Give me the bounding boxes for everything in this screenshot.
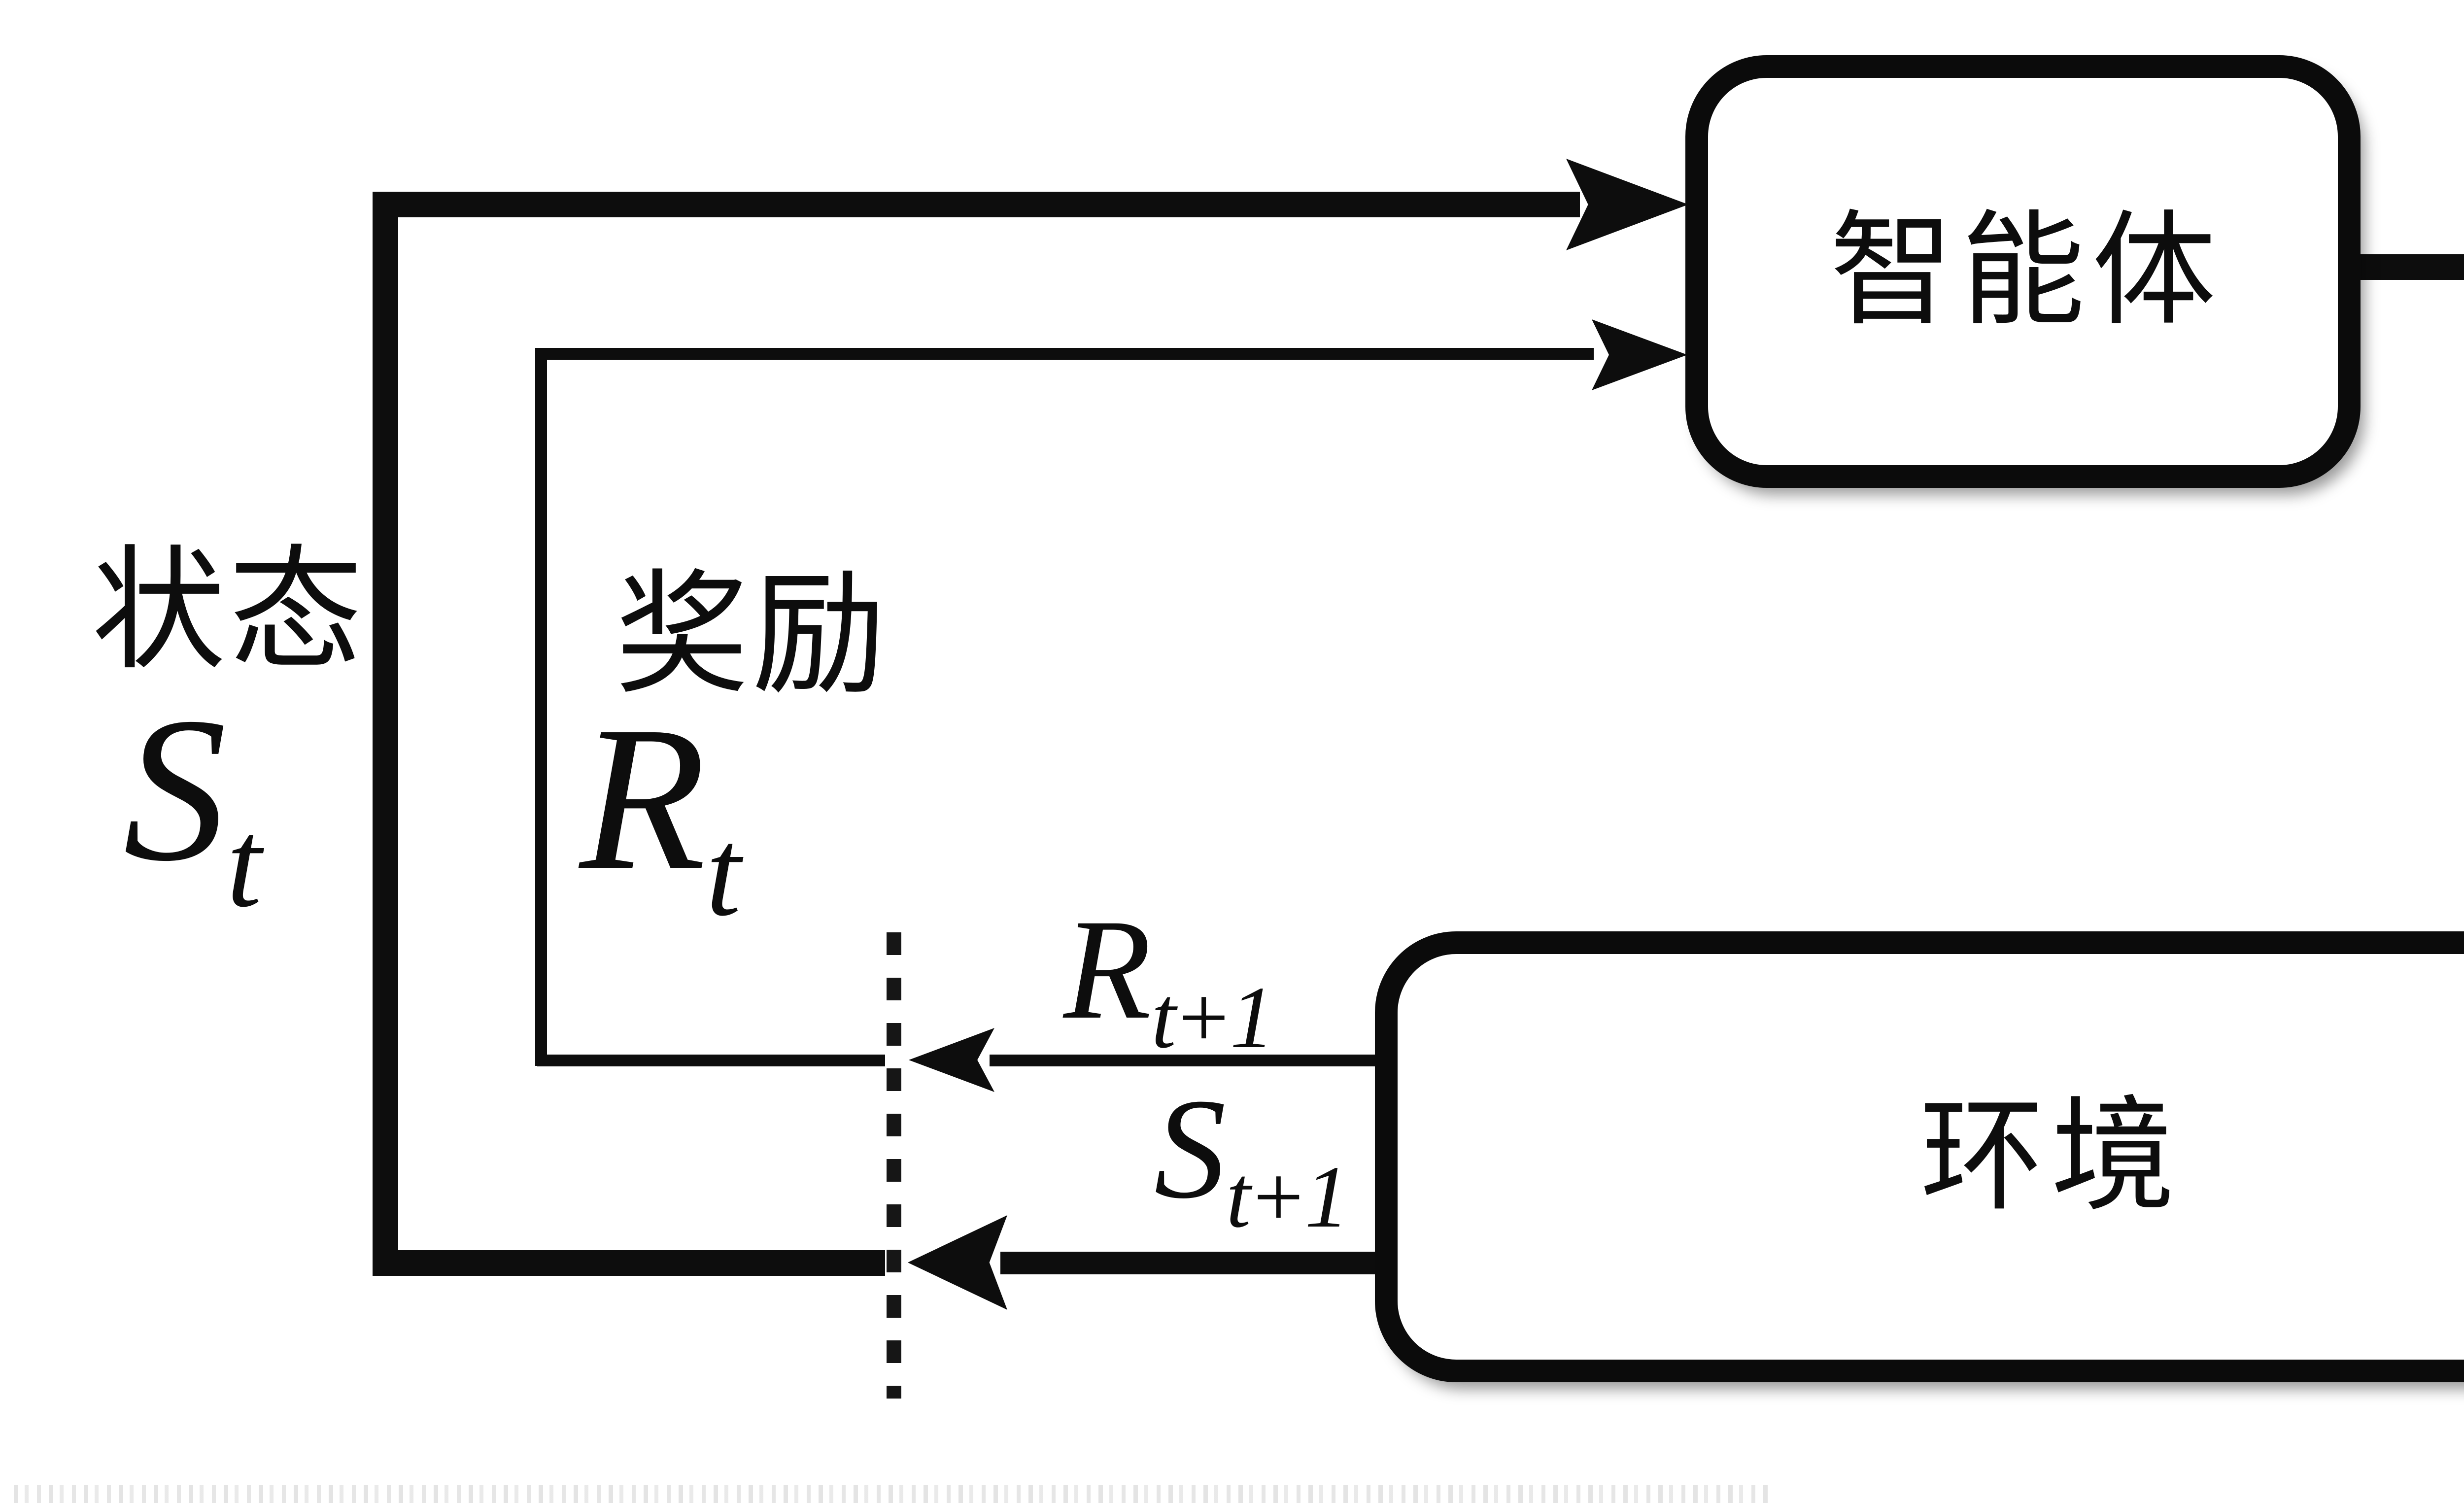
- next-state-line-from-environment: [1000, 1252, 1376, 1274]
- next-reward-line-left-of-boundary: [537, 1055, 885, 1066]
- next-state-symbol-subscript: t+1: [1226, 1148, 1349, 1246]
- next-state-arrowhead-icon: [908, 1215, 1007, 1310]
- action-line-top-horizontal: [2360, 254, 2464, 280]
- reward-symbol-subscript: t: [706, 803, 741, 942]
- state-symbol: St: [123, 686, 262, 927]
- agent-node-label: 智能体: [1829, 203, 2223, 341]
- reward-symbol-base: R: [580, 683, 706, 913]
- reward-line-top-horizontal: [535, 348, 1594, 360]
- reward-into-agent-arrowhead-icon: [1592, 319, 1687, 390]
- state-line-left-vertical: [373, 192, 398, 1276]
- cropped-caption-artifact: [14, 1485, 1768, 1503]
- state-label: 状态: [92, 538, 366, 686]
- next-reward-arrowhead-icon: [909, 1028, 994, 1092]
- time-boundary-dashed-line: [887, 932, 901, 1399]
- next-reward-line-from-environment: [990, 1055, 1376, 1066]
- state-symbol-subscript: t: [227, 794, 262, 933]
- next-state-symbol: St+1: [1154, 1077, 1349, 1241]
- next-state-symbol-base: S: [1154, 1069, 1226, 1229]
- next-reward-symbol-subscript: t+1: [1151, 968, 1274, 1066]
- reward-label: 奖励: [615, 562, 889, 710]
- state-into-agent-arrowhead-icon: [1566, 159, 1688, 250]
- environment-node-label: 环境: [1919, 1088, 2182, 1226]
- reward-symbol: Rt: [580, 695, 741, 936]
- state-symbol-base: S: [123, 675, 227, 904]
- reward-line-left-vertical: [535, 348, 547, 1066]
- next-state-line-left-of-boundary: [373, 1250, 885, 1276]
- next-reward-symbol-base: R: [1063, 890, 1152, 1049]
- environment-node: 环境: [1375, 931, 2464, 1382]
- next-reward-symbol: Rt+1: [1063, 898, 1274, 1062]
- agent-node: 智能体: [1685, 55, 2361, 488]
- state-line-top-horizontal: [373, 192, 1580, 217]
